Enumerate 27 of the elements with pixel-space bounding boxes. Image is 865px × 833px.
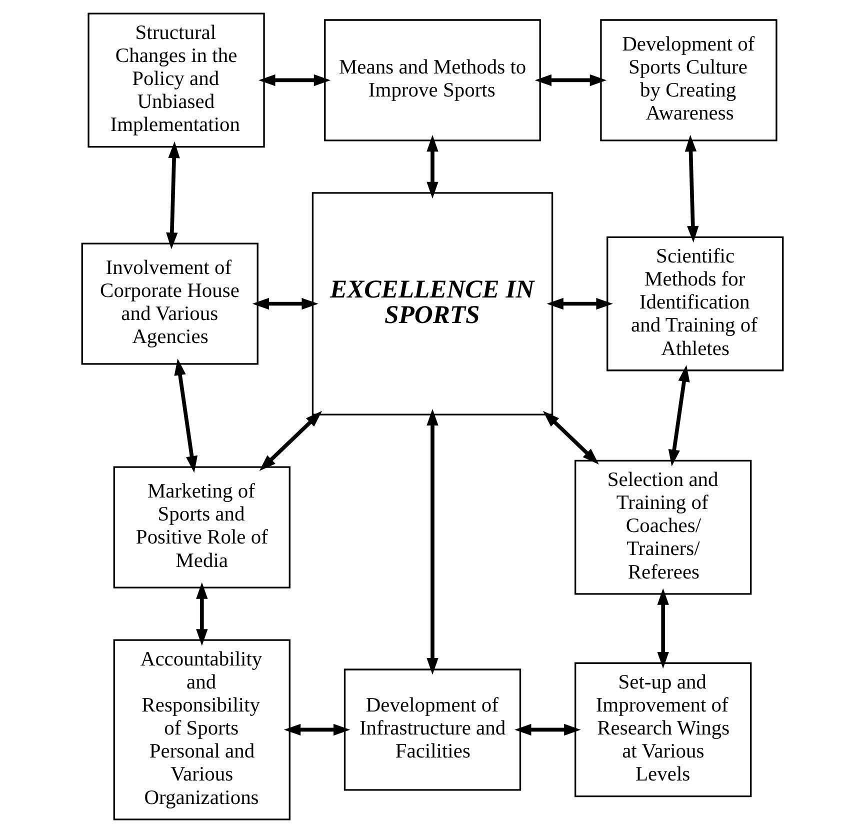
arrow bbox=[657, 588, 669, 669]
node-box: Accountability and Responsibility of Sports Personal and Various Organizations bbox=[113, 639, 290, 820]
node-box: Involvement of Corporate House and Various Agencies bbox=[81, 242, 258, 365]
arrow bbox=[252, 298, 318, 310]
node-box: EXCELLENCE IN SPORTS bbox=[312, 192, 554, 416]
node-box: Development of Infrastructure and Facilities bbox=[344, 668, 522, 791]
arrow bbox=[259, 410, 322, 472]
node-box: Set-up and Improvement of Research Wings at Various Levels bbox=[574, 662, 752, 798]
node-box: Development of Sports Culture by Creating Awareness bbox=[600, 19, 778, 142]
arrow bbox=[166, 141, 180, 250]
arrow bbox=[684, 134, 699, 243]
arrow bbox=[668, 365, 690, 466]
node-box: Means and Methods to Improve Sports bbox=[324, 19, 541, 142]
arrow bbox=[174, 358, 198, 473]
arrow bbox=[258, 74, 331, 86]
arrow bbox=[196, 582, 208, 646]
arrow bbox=[426, 408, 438, 675]
arrow bbox=[426, 134, 438, 199]
node-box: Structural Changes in the Policy and Unbiased Implementation bbox=[88, 12, 265, 148]
arrow bbox=[284, 724, 350, 736]
arrow bbox=[534, 74, 607, 86]
arrow bbox=[514, 724, 581, 736]
node-box: Selection and Training of Coaches/ Trainers/ Referees bbox=[574, 460, 752, 595]
arrow bbox=[542, 410, 599, 465]
arrow bbox=[546, 298, 613, 310]
node-box: Scientific Methods for Identification and Training of Athletes bbox=[606, 236, 784, 372]
node-box: Marketing of Sports and Positive Role of Media bbox=[113, 466, 290, 588]
